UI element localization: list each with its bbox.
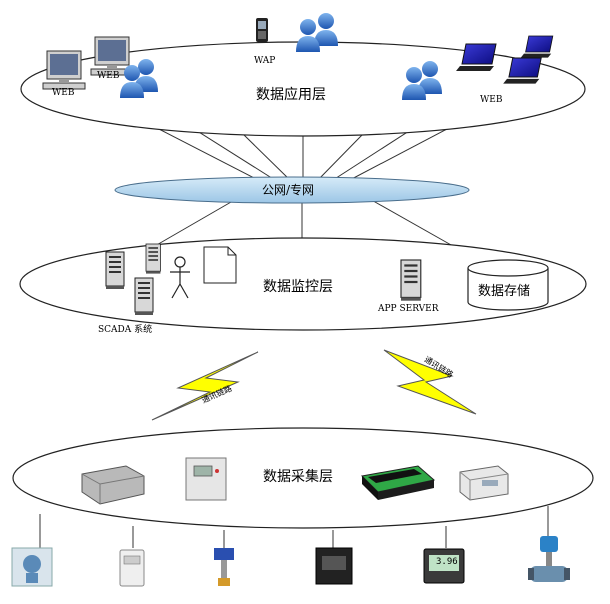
- flowmeter-pipe-icon: [528, 536, 570, 582]
- pc-icon: [42, 50, 86, 90]
- web-label: WEB: [52, 88, 75, 98]
- scada-label: SCADA 系统: [98, 325, 153, 335]
- document-icon: [203, 246, 237, 284]
- laptop-icon: [520, 35, 554, 58]
- digital-meter-readout: 3.96: [436, 557, 458, 567]
- panel-meter-icon: [315, 547, 353, 585]
- web-label: WEB: [480, 95, 503, 105]
- digital-meter-icon: [423, 548, 465, 584]
- io-module-icon: [459, 465, 509, 501]
- storage-label: 数据存储: [478, 284, 531, 299]
- lightning-bolt-icon: [383, 349, 477, 415]
- server-tower-icon: [134, 277, 154, 316]
- mobile-phone-icon: [256, 18, 268, 42]
- app-server-label: APP SERVER: [378, 304, 439, 314]
- server-tower-icon: [105, 251, 125, 290]
- server-tower-icon: [145, 243, 161, 275]
- acquisition-layer-title: 数据采集层: [263, 469, 333, 485]
- controller-board-icon: [360, 465, 436, 500]
- flow-sensor-icon: [214, 548, 234, 586]
- energy-meter-icon: [119, 549, 145, 587]
- web-label: WEB: [97, 71, 120, 81]
- acquisition-layer: [12, 427, 594, 529]
- wap-label: WAP: [254, 56, 276, 66]
- network-title: 公网/专网: [262, 183, 315, 197]
- network-monitor-links: [147, 197, 461, 251]
- control-cabinet-icon: [185, 457, 227, 501]
- monitoring-layer: [19, 237, 587, 331]
- application-layer-title: 数据应用层: [256, 87, 326, 103]
- database-cylinder-icon: [467, 259, 549, 311]
- lightning-bolt-icon: [151, 351, 259, 421]
- field-device-links: [39, 506, 549, 548]
- gateway-box-icon: [81, 465, 145, 505]
- operator-icon: [170, 256, 190, 299]
- network-band: [114, 176, 470, 204]
- server-tower-icon: [400, 259, 422, 302]
- monitoring-layer-title: 数据监控层: [263, 279, 333, 295]
- pressure-transmitter-icon: [11, 547, 53, 587]
